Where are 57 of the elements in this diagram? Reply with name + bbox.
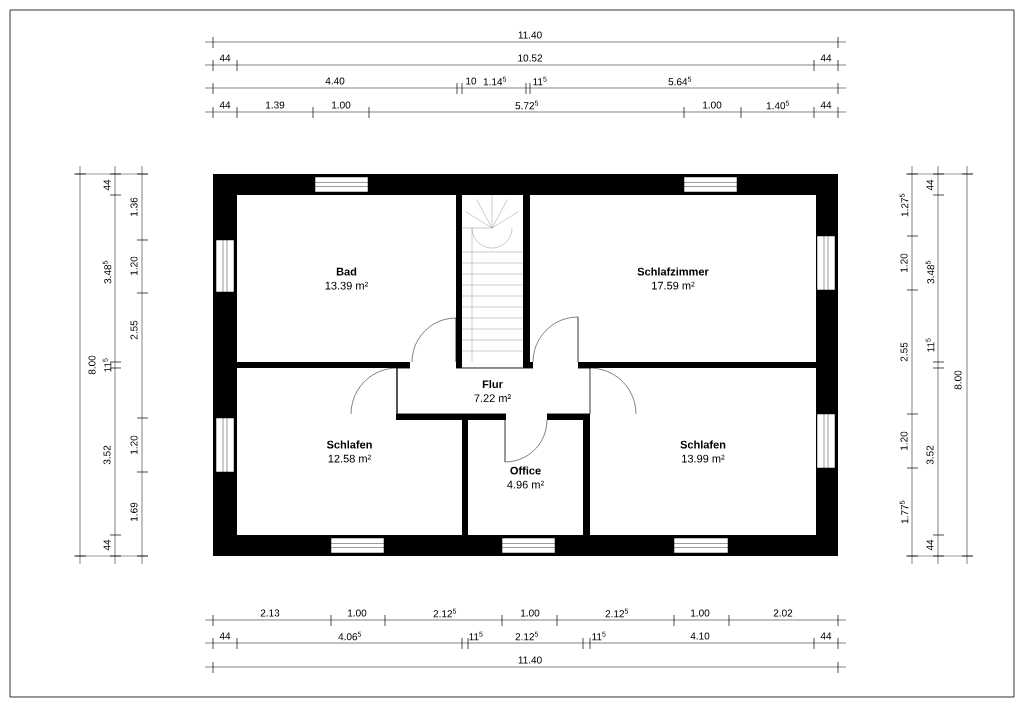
dimension-label: 44: [926, 539, 934, 551]
dimension-label: 44: [219, 632, 231, 640]
dimension-label: 1.20: [900, 431, 908, 450]
dimension-label: 11.40: [518, 656, 542, 664]
dimension-label: 44: [219, 54, 231, 62]
dimension-label: 8.00: [954, 370, 962, 390]
dimension-label: 3.48$^{5}$: [925, 260, 935, 284]
dimension-label: 10.52: [518, 54, 542, 62]
dimension-label: 1.69: [130, 502, 138, 521]
dimension-label: 1.77$^{5}$: [899, 500, 909, 524]
dimension-label: 1.40$^{5}$: [766, 100, 790, 110]
dimension-label: 1.00: [521, 609, 540, 617]
dimension-label: 3.52: [926, 445, 934, 465]
dimension-label: 1.39: [266, 101, 285, 109]
dimension-label: 2.02: [773, 609, 793, 617]
dimension-label: 1.27$^{5}$: [899, 193, 909, 217]
dimension-label: 2.13: [260, 609, 280, 617]
dimension-label: 1.00: [348, 609, 367, 617]
dimension-label: 10: [466, 77, 477, 85]
dimension-label: 2.55: [900, 342, 908, 362]
dimension-label: 44: [103, 179, 111, 191]
dimension-label: 44: [820, 101, 832, 109]
dimension-label: 44: [103, 539, 111, 551]
dimension-label: 11$^{5}$: [925, 338, 935, 352]
dimension-label: 1.14$^{5}$: [483, 76, 507, 86]
dimension-label: 4.06$^{5}$: [338, 631, 362, 641]
dimension-label: 1.00: [691, 609, 710, 617]
dimension-label: 1.36: [130, 197, 138, 216]
dimension-label: 44: [219, 101, 231, 109]
dimension-label: 3.52: [103, 445, 111, 465]
dimension-label: 2.55: [130, 320, 138, 340]
dimension-label: 5.64$^{5}$: [668, 76, 692, 86]
dimension-label: 4.40: [325, 77, 345, 85]
dimension-label: 1.20: [130, 435, 138, 454]
dimension-label: 1.20: [900, 253, 908, 272]
dimension-label: 2.12$^{5}$: [433, 608, 457, 618]
dimension-label: 44: [926, 179, 934, 191]
room: Schlafzimmer 17.59 m²: [530, 195, 816, 362]
dimension-label: 2.12$^{5}$: [605, 608, 629, 618]
dimension-label: 1.00: [332, 101, 351, 109]
room: Schlafen 13.99 m²: [590, 368, 816, 535]
dimension-label: 8.00: [88, 355, 96, 375]
dimension-label: 11.40: [518, 31, 542, 39]
dimension-label: 5.72$^{5}$: [515, 100, 539, 110]
dimension-label: 2.12$^{5}$: [515, 631, 539, 641]
dimension-label: 44: [820, 632, 832, 640]
dimension-label: 11$^{5}$: [592, 631, 606, 641]
dimension-label: 11$^{5}$: [469, 631, 483, 641]
room: Bad 13.39 m²: [237, 195, 456, 362]
room: Office 4.96 m²: [468, 420, 583, 535]
dimension-label: 3.48$^{5}$: [102, 260, 112, 284]
dimension-label: 11$^{5}$: [533, 76, 547, 86]
dimension-label: 11$^{5}$: [102, 358, 112, 372]
dimension-label: 1.20: [130, 256, 138, 275]
dimension-label: 44: [820, 54, 832, 62]
dimension-label: 1.00: [703, 101, 722, 109]
dimension-label: 4.10: [690, 632, 710, 640]
